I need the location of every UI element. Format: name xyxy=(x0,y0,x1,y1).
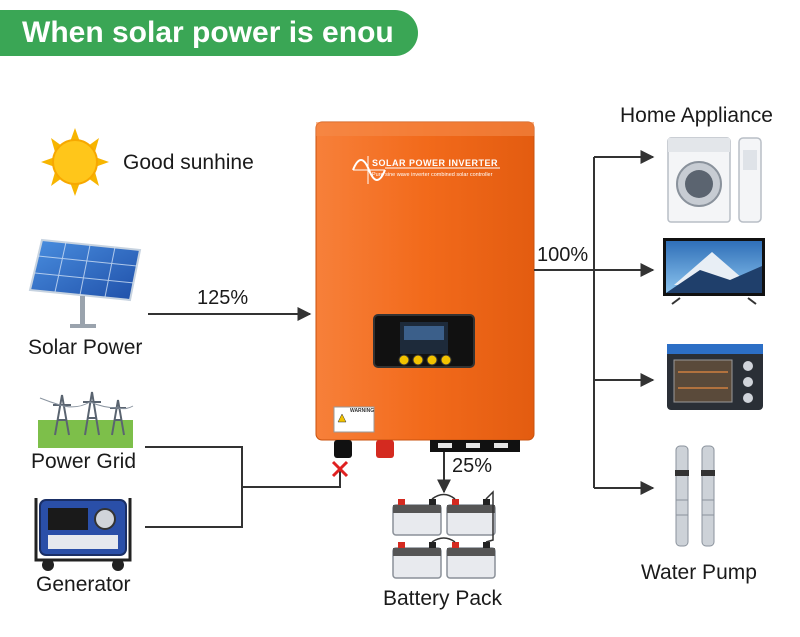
battery-flow-percent: 25% xyxy=(452,455,493,477)
inverter-icon xyxy=(315,121,535,441)
sun-label: Good sunhine xyxy=(123,151,254,174)
output-flow-percent: 100% xyxy=(537,244,589,266)
inverter-subtitle: Pure sine wave inverter combined solar c… xyxy=(372,172,493,178)
inverter-terminals xyxy=(334,440,520,458)
title-banner: When solar power is enou xyxy=(0,10,418,56)
power-tower-icon xyxy=(38,391,134,448)
generator-label: Generator xyxy=(36,573,131,596)
page-title: When solar power is enou xyxy=(22,16,394,49)
water-pump-label: Water Pump xyxy=(641,561,757,584)
home-appliance-label: Home Appliance xyxy=(620,104,773,127)
output-wires xyxy=(534,157,595,488)
inverter-warning-label: WARNING xyxy=(350,408,375,414)
tv-icon xyxy=(663,238,765,305)
grid-generator-wires xyxy=(145,446,341,528)
inverter-brand: SOLAR POWER INVERTER xyxy=(372,158,499,168)
generator-icon xyxy=(34,498,132,571)
grid-label: Power Grid xyxy=(31,450,137,473)
solar-panel-icon xyxy=(28,238,142,328)
oven-icon xyxy=(667,344,763,410)
water-pump-icon xyxy=(675,445,715,547)
solar-label: Solar Power xyxy=(28,336,143,359)
air-conditioner-icon xyxy=(738,137,762,223)
solar-flow-percent: 125% xyxy=(197,287,249,309)
battery-pack-label: Battery Pack xyxy=(383,587,503,610)
battery-icon xyxy=(392,490,496,579)
sun-icon xyxy=(41,128,109,196)
washing-machine-icon xyxy=(667,137,731,223)
grid-cut-cross-icon xyxy=(331,460,349,478)
